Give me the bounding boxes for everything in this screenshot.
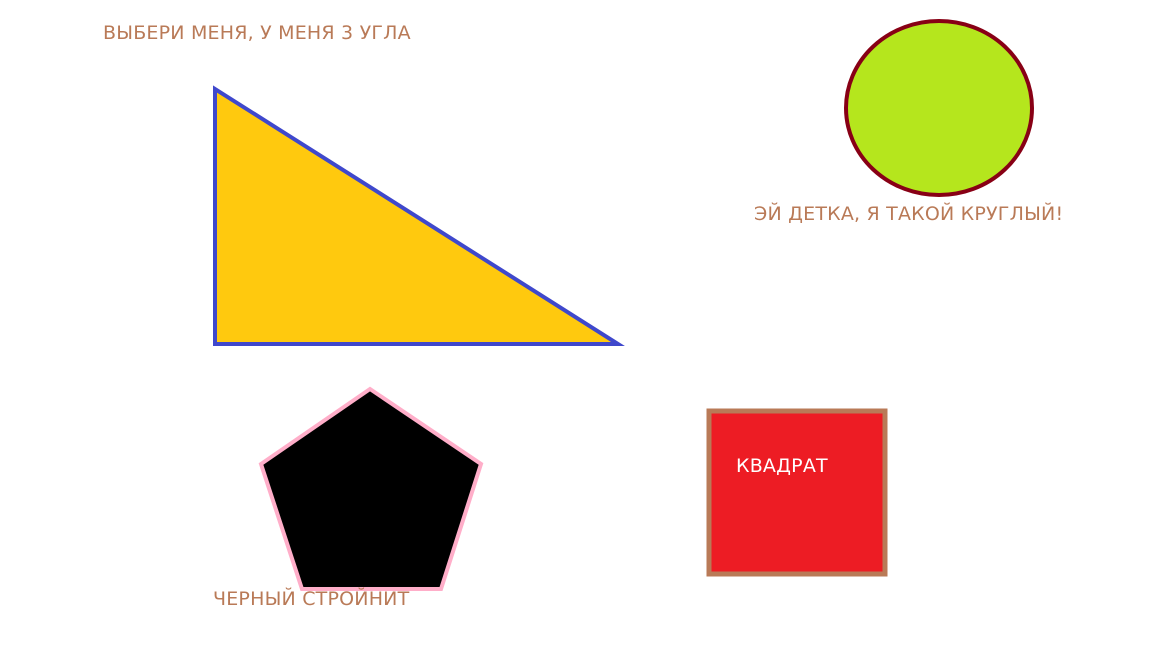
circle-label: ЭЙ ДЕТКА, Я ТАКОЙ КРУГЛЫЙ! [754,203,1064,225]
pentagon-label: ЧЕРНЫЙ СТРОЙНИТ [213,588,410,610]
square-label: КВАДРАТ [736,455,828,477]
green-circle [844,19,1034,197]
triangle-label: ВЫБЕРИ МЕНЯ, У МЕНЯ 3 УГЛА [103,22,411,44]
yellow-triangle [213,85,625,346]
black-pentagon [258,386,484,591]
red-square [706,408,888,577]
